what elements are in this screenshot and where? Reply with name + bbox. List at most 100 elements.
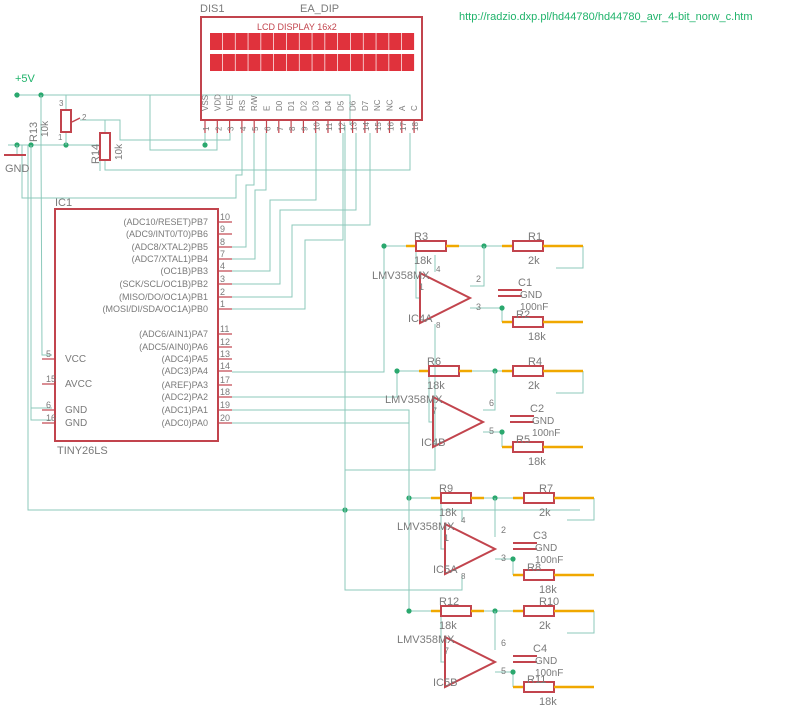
gnd-label: GND	[535, 656, 557, 667]
wire	[567, 498, 595, 521]
r13-pin-number: 3	[59, 99, 64, 108]
r14-body	[99, 132, 111, 161]
lcd-pin-number: 4	[239, 126, 248, 131]
gnd-label: GND	[535, 543, 557, 554]
r13-wiper	[71, 117, 81, 123]
junction-dot	[499, 429, 505, 435]
lcd-pin-number: 1	[202, 126, 211, 131]
lcd-pin-name: D7	[361, 100, 370, 111]
wire	[415, 246, 420, 299]
mcu-pin-label: (ADC4)PA5	[162, 354, 208, 364]
opamp-pin-number: 6	[489, 398, 494, 408]
lcd-character-cell	[312, 54, 325, 71]
capacitor-name: C1	[518, 277, 532, 289]
opamp-unit: IC5B	[433, 677, 457, 689]
lcd-pin-name: NC	[386, 99, 395, 111]
wire	[232, 371, 398, 398]
lcd-pin-name: A	[398, 105, 407, 111]
lcd-pin-number: 8	[288, 126, 297, 131]
wire	[232, 133, 357, 285]
mcu-pin-label: (ADC2)PA2	[162, 392, 208, 402]
lcd-pin-name: D2	[299, 100, 308, 111]
mcu-pin-number: 9	[220, 224, 225, 234]
mcu-pin-label: (OC1B)PB3	[160, 266, 208, 276]
mcu-pin-number: 11	[220, 324, 229, 334]
capacitor-value: 100nF	[535, 668, 563, 679]
wire	[232, 246, 385, 373]
wire	[556, 246, 584, 269]
lcd-title: LCD DISPLAY 16x2	[257, 22, 337, 32]
resistor-value: 18k	[539, 584, 557, 596]
mcu-pin-label: (ADC10/RESET)PB7	[123, 217, 208, 227]
opamp-name: LMV358MX	[397, 634, 455, 646]
mcu-pin-number: 20	[220, 413, 230, 423]
r13-name: R13	[28, 122, 40, 142]
lcd-character-cell	[274, 54, 287, 71]
lcd-character-cell	[210, 33, 223, 50]
opamp-name: LMV358MX	[372, 270, 430, 282]
junction-dot	[510, 669, 516, 675]
r14-name: R14	[90, 144, 102, 164]
lcd-pin-name: C	[410, 105, 419, 111]
resistor-name: R6	[427, 356, 441, 368]
resistor-value: 2k	[528, 380, 540, 392]
resistor-name: R1	[528, 231, 542, 243]
mcu-pin-label: (ADC5/AIN0)PA6	[139, 342, 208, 352]
lcd-character-cell	[338, 54, 351, 71]
lcd-pin-name: RS	[238, 100, 247, 111]
resistor-value: 2k	[528, 255, 540, 267]
wire	[567, 611, 595, 634]
mcu-pin-number: 10	[220, 212, 230, 222]
mcu-pin-label: (ADC1)PA1	[162, 405, 208, 415]
lcd-pin-name: VSS	[201, 95, 210, 111]
mcu-pin-label: (ADC8/XTAL2)PB5	[132, 242, 208, 252]
opamp-pin-number: 5	[489, 426, 494, 436]
wire	[428, 371, 433, 423]
lcd-character-cell	[376, 33, 389, 50]
mcu-pin-label: (MISO/DO/OC1A)PB1	[119, 292, 208, 302]
wire	[232, 133, 255, 248]
mcu-pin-label: (ADC7/XTAL1)PB4	[132, 254, 208, 264]
mcu-pin-number: 18	[220, 387, 230, 397]
resistor-name: R10	[539, 596, 559, 608]
junction-dot	[499, 305, 505, 311]
mcu-pin-number: 5	[46, 349, 51, 359]
resistor-name: R2	[516, 309, 530, 321]
mcu-pin-label: (ADC6/AIN1)PA7	[139, 329, 208, 339]
mcu-pin-number: 4	[220, 261, 225, 271]
lcd-pin-name: D0	[275, 100, 284, 111]
resistor-name: R9	[439, 483, 453, 495]
opamp-pin-number: 8	[436, 321, 441, 330]
lcd-character-cell	[350, 33, 363, 50]
resistor-value: 18k	[427, 380, 445, 392]
opamp-symbol	[444, 522, 498, 576]
r13-value: 10k	[40, 120, 51, 137]
lcd-character-cell	[299, 54, 312, 71]
wire	[556, 371, 584, 394]
lcd-pin-name: D3	[312, 100, 321, 111]
lcd-character-cell	[222, 33, 235, 50]
lcd-character-cell	[338, 33, 351, 50]
opamp-name: LMV358MX	[397, 521, 455, 533]
resistor-value: 18k	[528, 456, 546, 468]
wire	[232, 133, 371, 298]
lcd-pin-number: 5	[251, 126, 260, 131]
lcd-pin-number: 9	[300, 126, 309, 131]
wire	[344, 125, 436, 471]
junction-dot	[394, 368, 400, 374]
lcd-pin-name: D5	[336, 100, 345, 111]
junction-dot	[406, 608, 412, 614]
capacitor-value: 100nF	[535, 555, 563, 566]
vcc-label: +5V	[15, 73, 36, 85]
lcd-character-cell	[222, 54, 235, 71]
opamp-unit: IC4A	[408, 313, 433, 325]
lcd-pin-number: 16	[387, 122, 396, 131]
mcu-pin-label: (AREF)PA3	[162, 380, 208, 390]
lcd-character-cell	[363, 33, 376, 50]
mcu-pin-label: (SCK/SCL/OC1B)PB2	[119, 279, 208, 289]
lcd-pin-number: 6	[264, 126, 273, 131]
wire	[149, 95, 218, 151]
lcd-character-cell	[274, 33, 287, 50]
lcd-pin-name: E	[263, 106, 272, 111]
